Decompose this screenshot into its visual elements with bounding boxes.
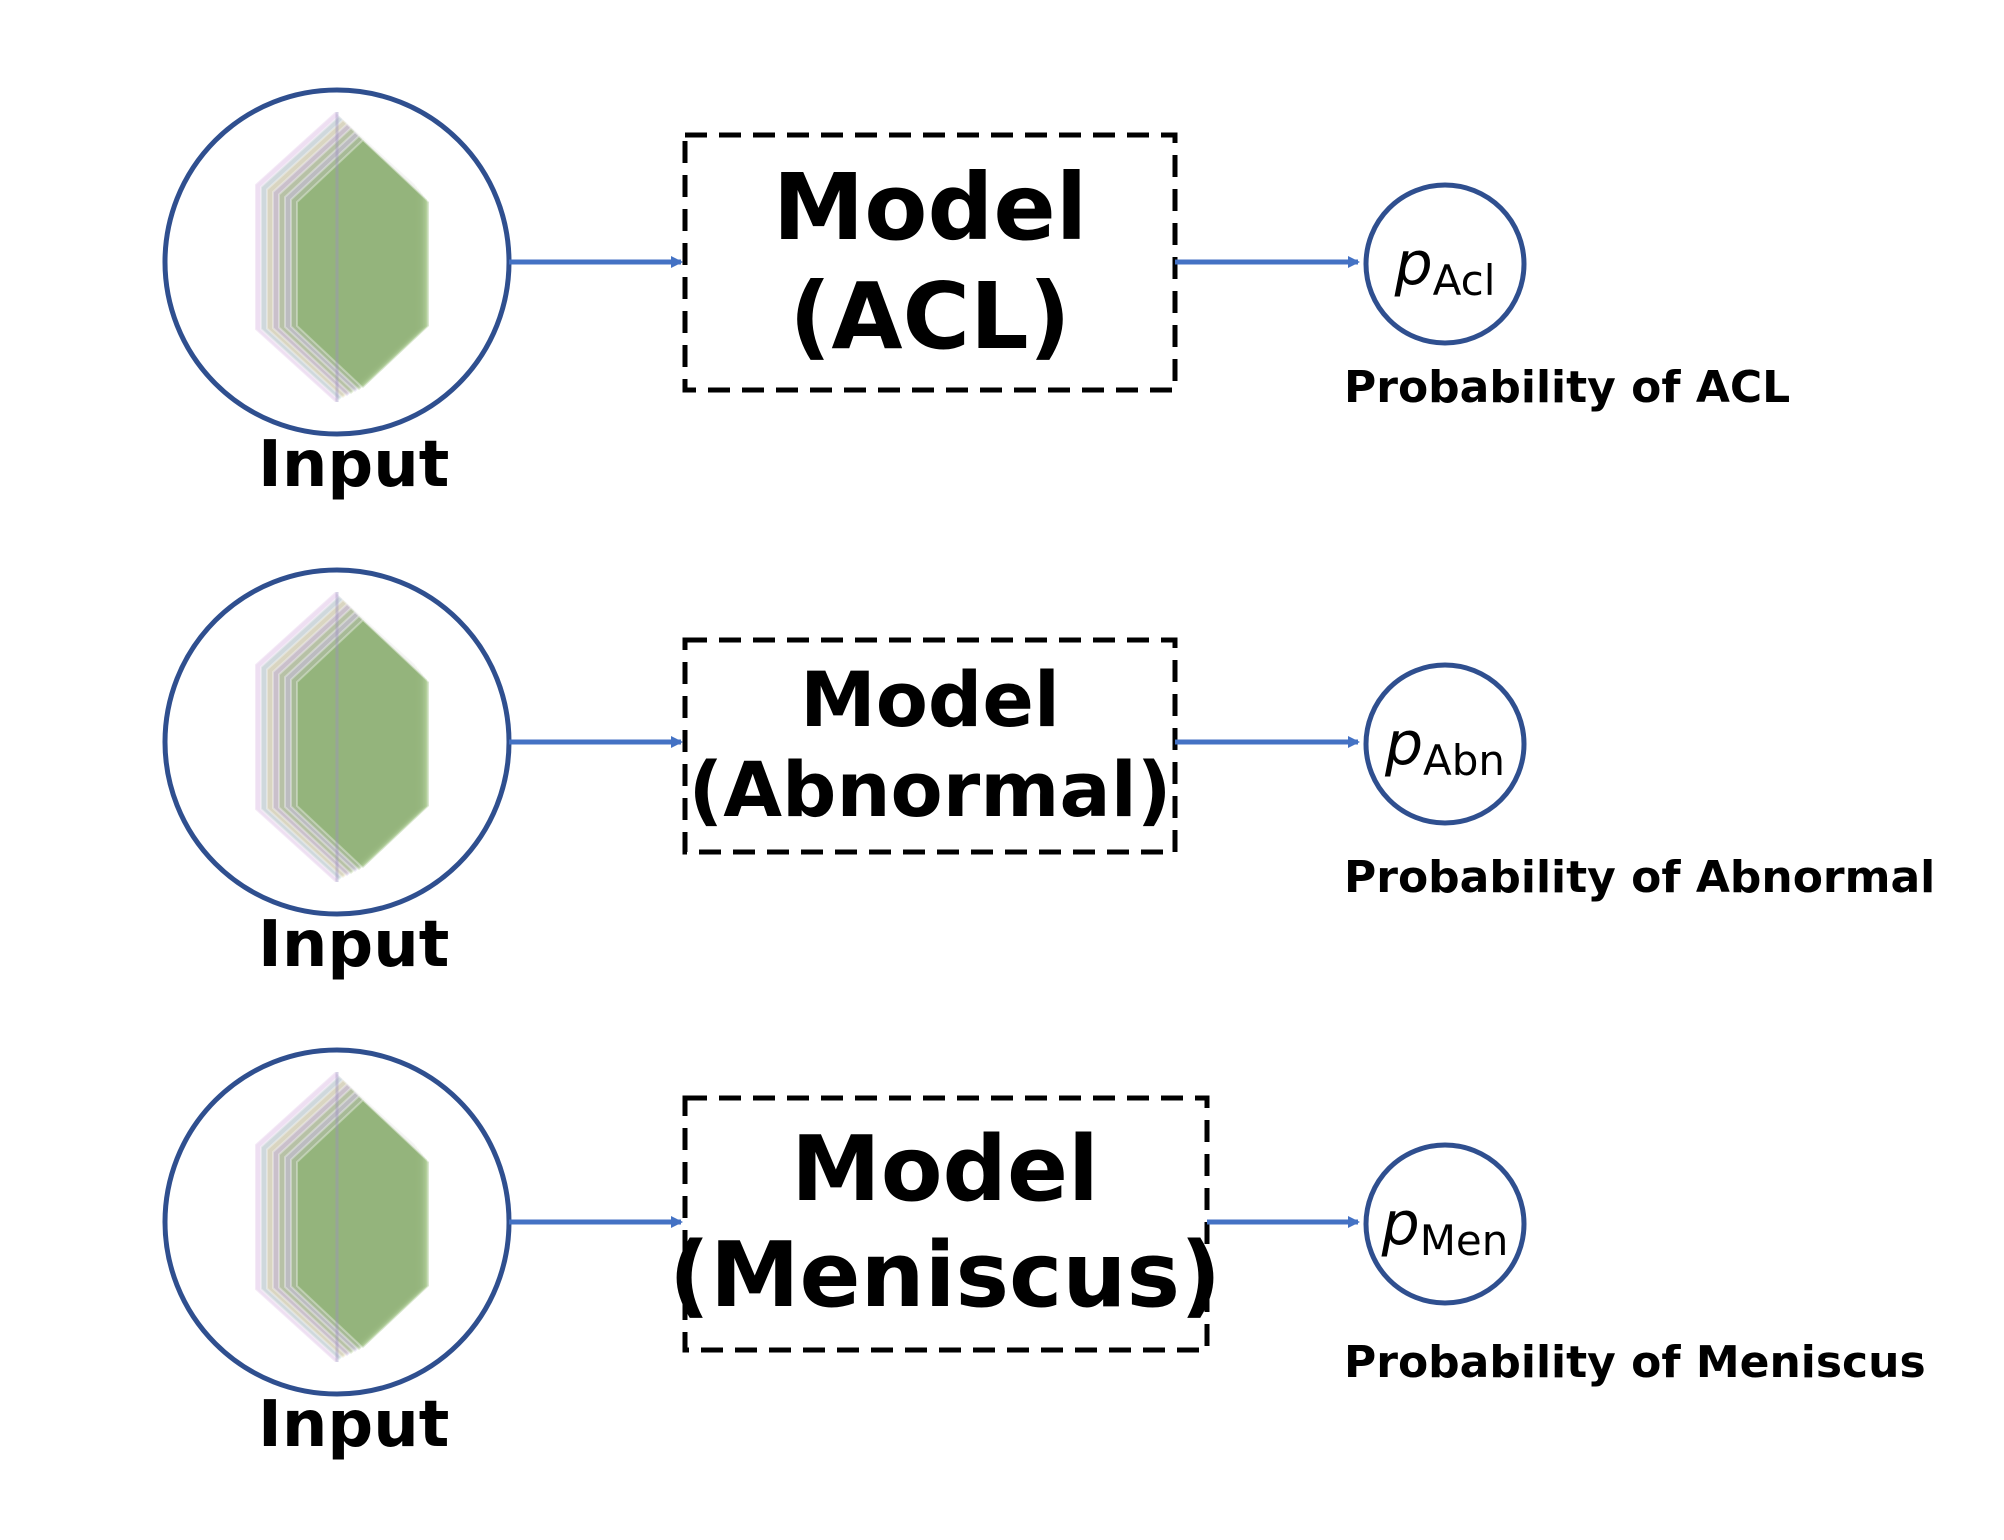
input-volume-layer xyxy=(266,598,420,880)
output-circle xyxy=(1363,1142,1527,1306)
probability-label-acl: Probability of ACL xyxy=(1344,362,1791,413)
input-volume-layer xyxy=(296,1098,430,1350)
input-volume-layer xyxy=(260,114,418,402)
model-title: Model xyxy=(772,154,1088,262)
probability-label-meniscus: Probability of Meniscus xyxy=(1344,1337,1926,1388)
input-volume-layer xyxy=(266,118,420,400)
input-volume-layer xyxy=(278,1086,424,1356)
model-target: (Meniscus) xyxy=(668,1223,1222,1328)
model-target: (ACL) xyxy=(789,263,1071,370)
input-volume-layer xyxy=(272,1082,422,1358)
input-volume-layer xyxy=(272,602,422,878)
input-label: Input xyxy=(258,1388,450,1462)
input-volume-layer xyxy=(260,594,418,882)
input-volume-layer xyxy=(284,130,426,394)
input-volume-layer xyxy=(278,126,424,396)
input-label: Input xyxy=(258,908,450,982)
output-circle xyxy=(1363,182,1527,346)
input-volume-layer xyxy=(290,1094,428,1352)
model-title: Model xyxy=(791,1116,1099,1222)
input-volume-layer xyxy=(254,590,416,884)
input-label: Input xyxy=(258,428,450,502)
model-meniscus-box: Model (Meniscus) xyxy=(669,1098,1221,1348)
input-volume-layer xyxy=(278,606,424,876)
input-volume-layer xyxy=(272,122,422,398)
probability-subscript: Acl xyxy=(1432,255,1496,305)
input-volume-layer xyxy=(254,110,416,404)
probability-label-abnormal: Probability of Abnormal xyxy=(1344,852,1936,903)
model-abnormal-box: Model (Abnormal) xyxy=(685,640,1175,850)
input-volume-layer xyxy=(284,610,426,874)
probability-symbol: p xyxy=(1381,1189,1420,1259)
input-volume-layer xyxy=(284,1090,426,1354)
model-box-border xyxy=(682,637,1178,855)
model-target: (Abnormal) xyxy=(688,745,1172,834)
model-acl-box: Model (ACL) xyxy=(685,135,1175,391)
input-volume-layer xyxy=(266,1078,420,1360)
input-volume-layer xyxy=(260,1074,418,1362)
input-volume-layer xyxy=(254,1070,416,1364)
model-title: Model xyxy=(800,655,1060,745)
probability-symbol: p xyxy=(1384,709,1424,779)
input-volume-layer xyxy=(290,134,428,392)
probability-subscript: Abn xyxy=(1423,735,1506,785)
probability-subscript: Men xyxy=(1419,1215,1509,1265)
output-circle xyxy=(1363,662,1527,826)
input-volume-layer xyxy=(296,138,430,390)
input-volume-layer xyxy=(296,618,430,870)
input-volume-layer xyxy=(290,614,428,872)
probability-symbol: p xyxy=(1394,229,1433,299)
